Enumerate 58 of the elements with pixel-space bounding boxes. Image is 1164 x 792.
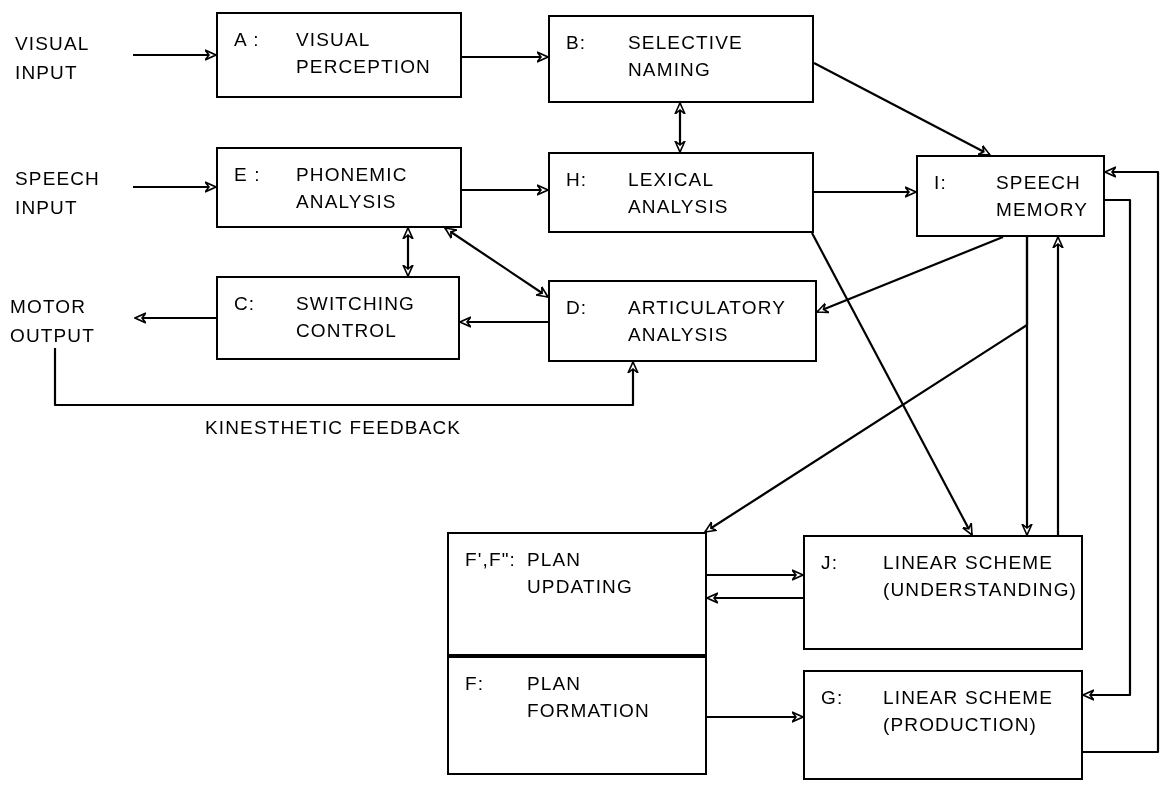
box-heading: J: <box>821 551 840 575</box>
box-heading: A : <box>234 28 261 52</box>
box-label: LEXICAL ANALYSIS <box>628 168 730 219</box>
input-label: MOTOR OUTPUT <box>10 288 135 348</box>
box-heading: C: <box>234 292 257 316</box>
box-label: LINEAR SCHEME (UNDERSTANDING) <box>883 551 1079 602</box>
box-label: VISUAL PERCEPTION <box>296 28 432 79</box>
box-label: SELECTIVE NAMING <box>628 31 744 82</box>
box-heading: F: <box>465 672 486 696</box>
process-box <box>548 152 814 233</box>
arrow <box>462 51 549 63</box>
input-label: SPEECH INPUT <box>15 160 133 220</box>
box-heading: F',F": <box>465 548 517 572</box>
process-box <box>803 535 1083 650</box>
box-heading: B: <box>566 31 588 55</box>
box-label: PLAN UPDATING <box>527 548 634 599</box>
process-box <box>216 12 462 98</box>
edge-label: KINESTHETIC FEEDBACK <box>205 416 462 440</box>
arrow <box>816 235 1004 314</box>
box-heading: G: <box>821 686 845 710</box>
box-heading: E : <box>234 163 262 187</box>
arrow <box>402 227 414 277</box>
arrow <box>133 181 217 193</box>
box-heading: D: <box>566 296 589 320</box>
box-heading: H: <box>566 168 589 192</box>
process-box <box>216 276 460 360</box>
arrow <box>462 184 549 196</box>
process-box <box>916 155 1105 237</box>
box-heading: I: <box>934 171 948 195</box>
box-label: SWITCHING CONTROL <box>296 292 416 343</box>
arrow <box>134 312 216 324</box>
arrow <box>813 62 991 156</box>
box-label: ARTICULATORY ANALYSIS <box>628 296 787 347</box>
arrow <box>444 227 549 298</box>
arrow <box>1021 237 1033 536</box>
arrow <box>707 711 804 723</box>
process-box <box>216 147 462 228</box>
box-label: PLAN FORMATION <box>527 672 651 723</box>
arrow <box>707 569 804 581</box>
arrow <box>674 102 686 153</box>
arrow <box>53 348 639 407</box>
arrow <box>133 49 217 61</box>
box-label: SPEECH MEMORY <box>996 171 1089 222</box>
arrow <box>706 592 803 604</box>
process-box <box>447 532 707 656</box>
box-label: PHONEMIC ANALYSIS <box>296 163 409 214</box>
arrow <box>1082 198 1132 701</box>
box-label: LINEAR SCHEME (PRODUCTION) <box>883 686 1055 737</box>
arrow <box>1083 166 1160 754</box>
arrow <box>459 316 548 328</box>
arrow <box>814 186 917 198</box>
input-label: VISUAL INPUT <box>15 25 133 85</box>
process-box <box>548 280 817 362</box>
arrow <box>1052 236 1064 535</box>
process-box <box>447 656 707 775</box>
process-box <box>548 15 814 103</box>
arrow <box>811 232 973 536</box>
process-box <box>803 670 1083 780</box>
